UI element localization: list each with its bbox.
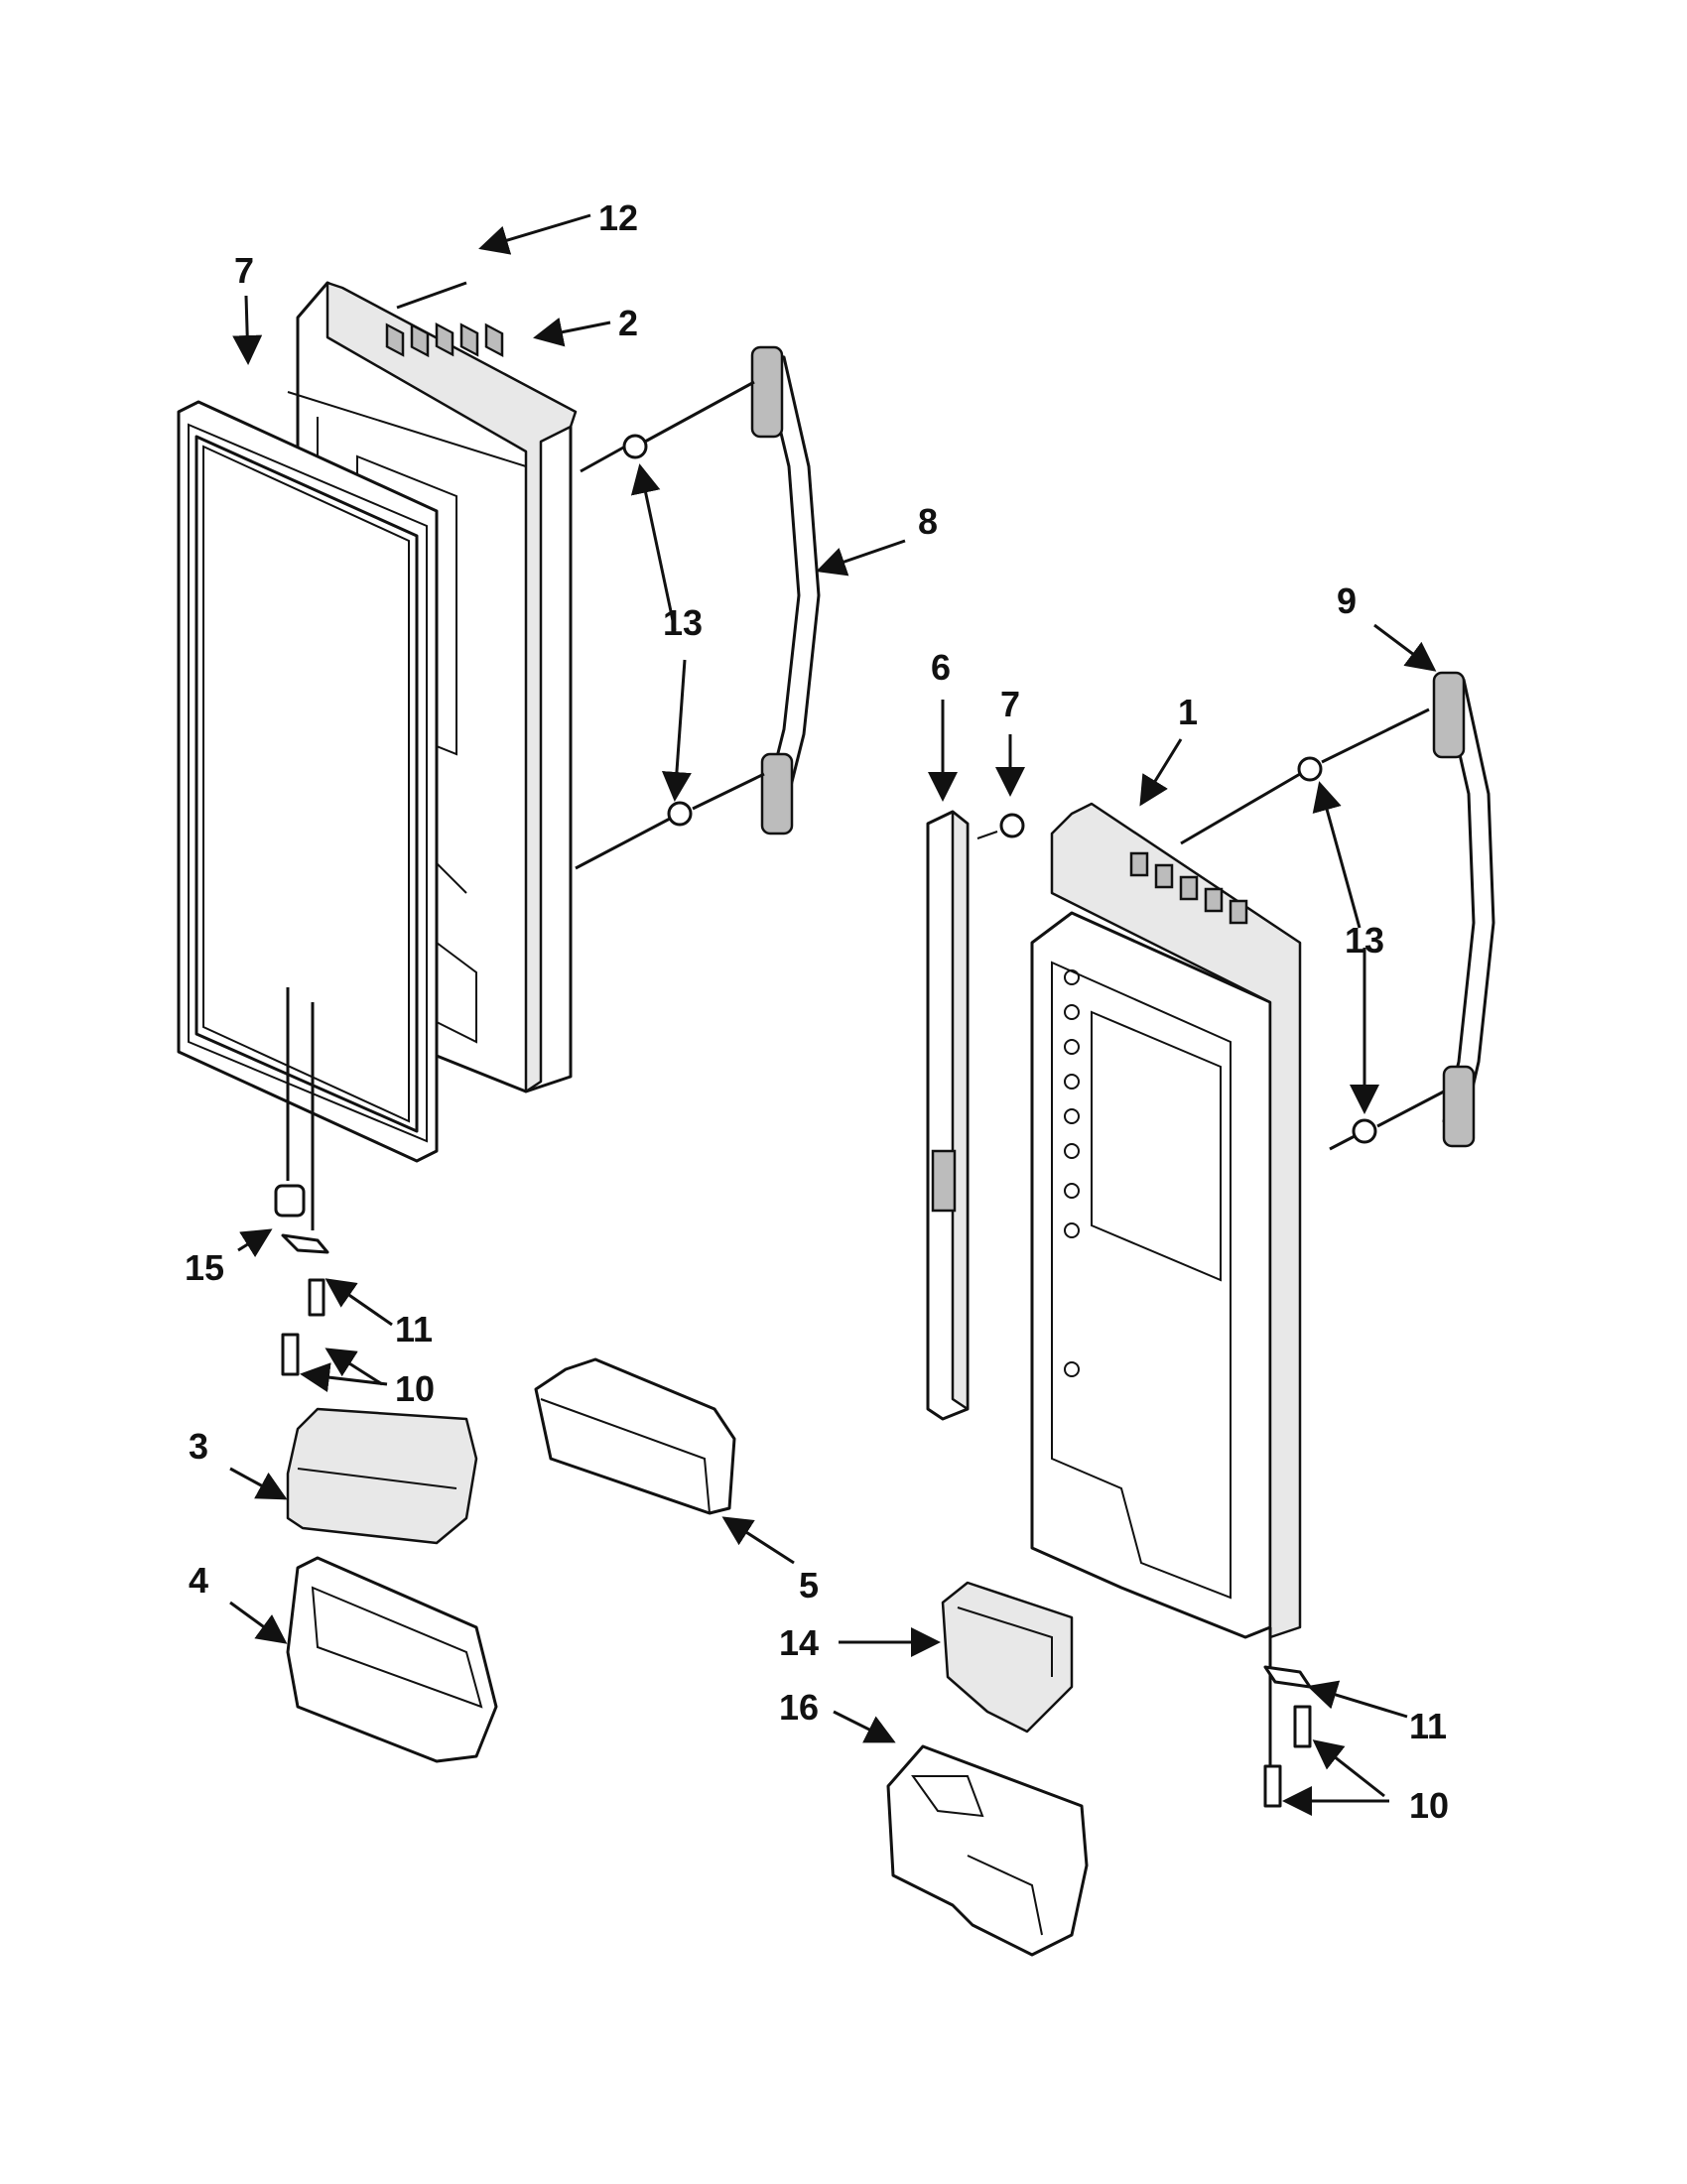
assembly-lines <box>286 281 1445 1766</box>
dairy-door-cover <box>286 1407 478 1545</box>
callout-10-right: 10 <box>1409 1785 1449 1826</box>
callout-1: 1 <box>1178 692 1198 732</box>
hinge-bushing <box>274 1184 306 1218</box>
callout-15: 15 <box>185 1247 224 1288</box>
door-gasket <box>177 400 439 1163</box>
right-door-liner <box>1030 802 1302 1639</box>
handle-mounting-screws <box>622 434 1377 1144</box>
shelf-posts <box>1064 969 1080 1377</box>
callout-7: 7 <box>1000 684 1020 724</box>
mullion-screw <box>976 813 1025 839</box>
callout-11-left: 11 <box>395 1309 433 1349</box>
callout-arrows <box>229 213 1437 1816</box>
callout-14: 14 <box>779 1622 819 1663</box>
callout-16: 16 <box>779 1687 819 1728</box>
callout-11-right: 11 <box>1409 1706 1447 1746</box>
hinge-plate-left <box>281 1233 329 1254</box>
vent-slots <box>385 322 504 358</box>
callout-3: 3 <box>189 1426 208 1467</box>
callout-10-left: 10 <box>395 1368 435 1409</box>
callout-4: 4 <box>189 1560 208 1601</box>
ice-chute-part <box>941 1581 1074 1734</box>
callout-6: 6 <box>931 647 951 688</box>
callout-12: 12 <box>598 197 638 238</box>
callout-2: 2 <box>618 303 638 343</box>
handle-right <box>1432 671 1495 1148</box>
hinge-plate-right <box>1263 1665 1312 1689</box>
hinge-screws-right <box>1263 1705 1312 1808</box>
callout-9-right: 9 <box>1337 580 1357 621</box>
handle-left <box>750 345 821 835</box>
callout-5: 5 <box>799 1565 819 1606</box>
callout-13-left: 13 <box>663 602 703 643</box>
callout-8: 7 <box>234 250 254 291</box>
door-bin <box>534 1357 736 1515</box>
vent-slots <box>1129 851 1248 925</box>
hinge-screws-left <box>281 1278 325 1376</box>
ice-bin-part <box>886 1744 1089 1957</box>
callout-9-left: 8 <box>918 501 938 542</box>
dairy-bin <box>286 1556 498 1763</box>
callout-13-right: 13 <box>1345 920 1384 961</box>
flipper-mullion <box>926 810 970 1421</box>
